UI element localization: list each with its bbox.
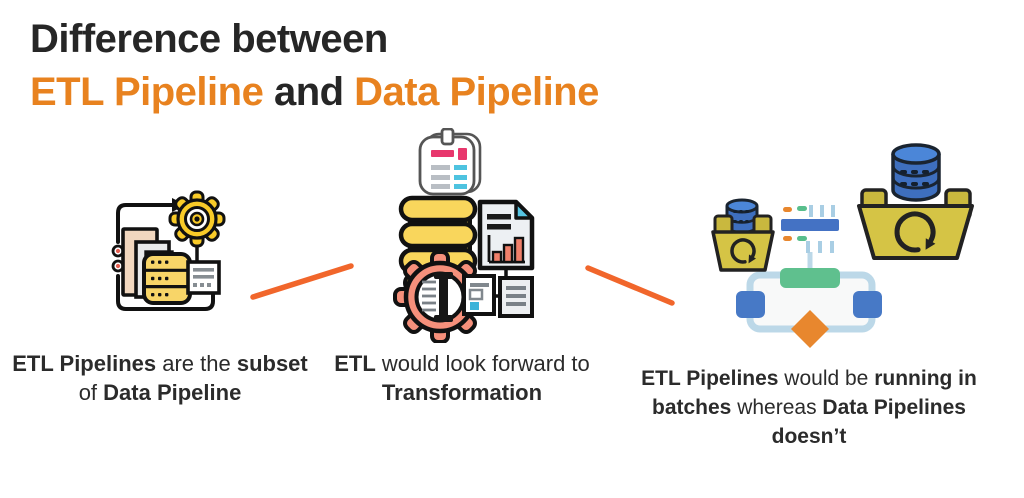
title-etl-pipeline: ETL Pipeline	[30, 70, 264, 114]
caption-segment: Transformation	[381, 380, 543, 405]
caption-segment: ETL Pipelines	[641, 367, 779, 390]
flow-node-diamond	[791, 310, 829, 348]
connector-line-right	[585, 265, 675, 306]
refresh-arrow-icon	[894, 211, 936, 253]
gear-icon	[168, 190, 226, 248]
title-and: and	[263, 70, 355, 114]
caption-segment: would be	[778, 367, 875, 390]
figure-caption-left: ETL Pipelines are the subset of Data Pip…	[8, 349, 312, 407]
page-title: Difference between ETL Pipeline and Data…	[30, 13, 599, 119]
pipeline-bar-icon	[781, 205, 839, 253]
large-batch-folder-icon	[857, 143, 974, 260]
caption-segment: of	[78, 380, 104, 405]
connector-line-left	[250, 263, 354, 300]
caption-segment: running in batches	[652, 367, 977, 419]
list-box-icon	[186, 260, 221, 295]
pipeline-glyphs	[422, 272, 453, 322]
title-line-1: Difference between	[30, 17, 388, 61]
caption-segment: whereas	[731, 396, 823, 419]
data-pipeline-batch-folders-icon	[711, 143, 974, 348]
etl-transformation-gear-database-icon	[393, 128, 535, 343]
figure-caption-right: ETL Pipelines would be running in batche…	[615, 364, 1003, 451]
server-stack-icon	[142, 252, 192, 305]
checklist-clipboard-icon	[418, 128, 482, 196]
title-line-2: ETL Pipeline and Data Pipeline	[30, 66, 599, 119]
caption-segment: are the	[156, 351, 237, 376]
flow-box-a	[462, 274, 496, 316]
chart-document-icon	[477, 199, 535, 271]
title-data-pipeline: Data Pipeline	[354, 70, 599, 114]
refresh-arrow-icon	[730, 238, 756, 264]
caption-segment: ETL Pipelines	[12, 351, 157, 376]
flow-node-blue-right	[853, 291, 882, 318]
process-loop-path	[116, 274, 215, 311]
caption-segment: would look forward to	[375, 351, 590, 376]
figure-caption-center: ETL would look forward to Transformation	[322, 349, 602, 407]
etl-documents-gear-process-icon	[111, 190, 226, 311]
caption-segment: Data Pipelines doesn’t	[771, 396, 966, 448]
flow-node-blue-left	[736, 291, 765, 318]
flow-node-green	[780, 268, 840, 288]
database-cylinder-icon	[891, 143, 941, 202]
small-batch-folder-icon	[711, 198, 775, 272]
caption-segment: Data Pipeline	[103, 380, 242, 405]
process-arrow-path	[116, 203, 174, 244]
caption-segment: subset	[236, 351, 308, 376]
flow-box-b	[498, 276, 534, 318]
caption-segment: ETL	[334, 351, 376, 376]
